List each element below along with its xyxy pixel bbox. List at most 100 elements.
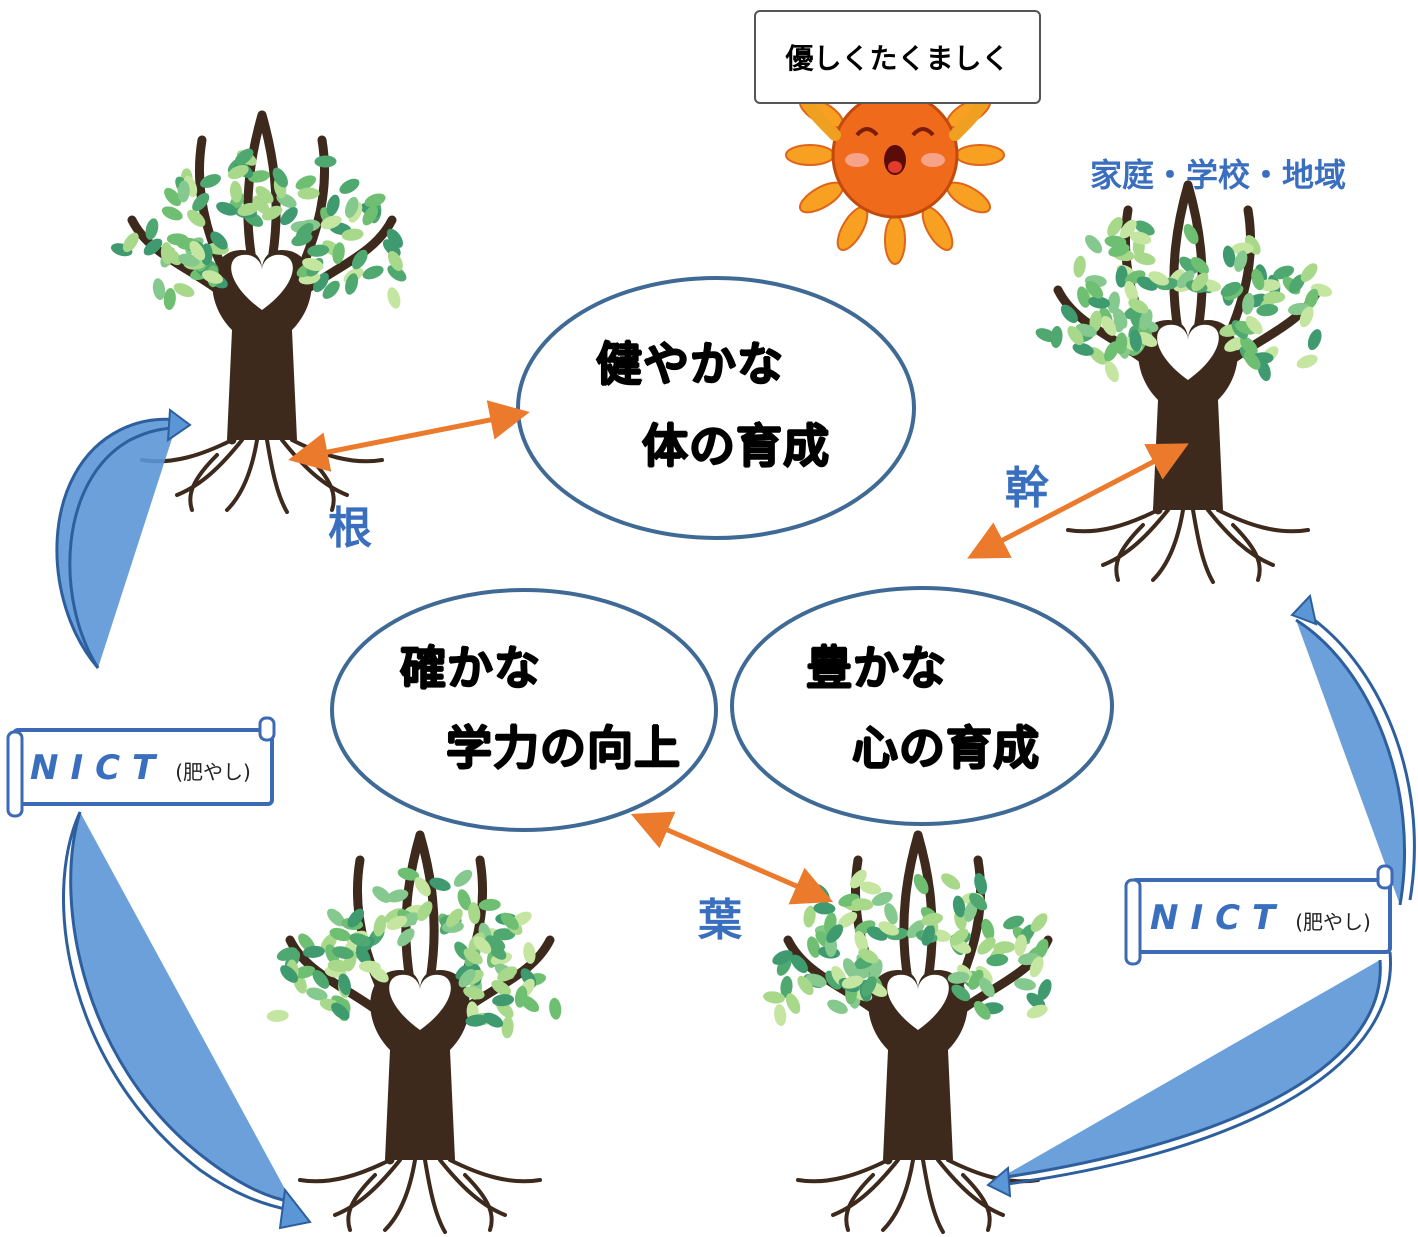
leaf-icon: [1128, 298, 1149, 314]
leaf-icon: [947, 971, 970, 984]
leaf-icon: [1129, 329, 1142, 352]
label-root: 根: [328, 503, 372, 554]
leaf-icon: [1234, 250, 1248, 272]
leaf-icon: [813, 902, 836, 915]
oval-body-line2: 体の育成: [642, 419, 830, 473]
leaf-icon: [1129, 231, 1152, 245]
leaf-icon: [386, 889, 409, 903]
leaf-icon: [414, 877, 431, 897]
leaf-icon: [329, 927, 351, 942]
leaf-icon: [979, 977, 995, 998]
leaf-icon: [859, 881, 882, 895]
leaf-icon: [1112, 308, 1128, 329]
leaf-icon: [152, 278, 166, 301]
tree-icon-top-left: [110, 90, 407, 512]
leaf-icon: [307, 244, 330, 257]
leaf-icon: [386, 915, 408, 931]
slogan-text: 優しくたくましく: [785, 42, 1010, 75]
leaf-icon: [446, 908, 463, 928]
leaf-icon: [1257, 359, 1271, 382]
leaf-icon: [338, 973, 351, 996]
leaf-icon: [297, 187, 320, 200]
curved-arrow-icon-right-down: [986, 951, 1392, 1198]
leaf-icon: [774, 1004, 787, 1027]
sun-ray-icon: [955, 144, 1005, 166]
leaf-icon: [347, 908, 365, 928]
leaf-icon: [1101, 315, 1117, 336]
leaf-icon: [463, 948, 483, 965]
leaf-icon: [1139, 308, 1153, 331]
leaf-icon: [341, 228, 364, 241]
leaf-icon: [951, 984, 971, 1002]
leaf-icon: [797, 975, 814, 996]
leaf-icon: [237, 202, 259, 216]
leaf-icon: [1222, 245, 1236, 268]
leaf-icon: [272, 167, 288, 188]
oval-academic-line1: 確かな: [400, 641, 541, 695]
leaf-icon: [210, 231, 228, 250]
leaf-icon: [493, 928, 516, 941]
leaf-icon: [1307, 329, 1322, 351]
oval-academic-line2: 学力の向上: [446, 721, 681, 775]
leaf-icon: [487, 942, 507, 960]
leaf-icon: [187, 209, 206, 227]
leaf-icon: [941, 873, 961, 890]
leaf-icon: [1029, 956, 1044, 978]
leaf-icon: [906, 920, 925, 939]
leaf-icon: [458, 968, 476, 988]
leaf-icon: [977, 937, 996, 955]
leaf-icon: [192, 193, 210, 212]
double-arrow-icon-leaf: [630, 811, 834, 905]
nict-right-main: NICT: [1150, 898, 1288, 938]
leaf-icon: [266, 1009, 289, 1022]
leaf-icon: [302, 945, 325, 958]
leaf-icon: [164, 187, 182, 207]
leaf-icon: [1115, 332, 1128, 355]
leaf-icon: [1034, 938, 1049, 960]
oval-academic: [330, 588, 718, 832]
leaf-icon: [468, 902, 481, 925]
leaf-icon: [200, 243, 213, 266]
leaf-icon: [386, 228, 403, 248]
leaf-icon: [1060, 304, 1078, 323]
leaf-icon: [1104, 341, 1119, 362]
leaf-icon: [276, 947, 298, 961]
leaf-icon: [248, 170, 270, 183]
leaf-icon: [382, 239, 401, 257]
leaf-icon: [201, 270, 224, 284]
leaf-icon: [1124, 281, 1138, 303]
leaf-icon: [1256, 303, 1279, 317]
leaf-icon: [803, 905, 816, 928]
leaf-icon: [1137, 332, 1158, 347]
leaf-icon: [1176, 270, 1195, 289]
leaf-icon: [501, 1016, 514, 1039]
leaf-icon: [854, 931, 868, 953]
double-arrow-icon-trunk: [967, 443, 1189, 559]
leaf-icon: [969, 893, 988, 911]
oval-heart: [730, 586, 1114, 826]
leaf-icon: [280, 207, 298, 226]
oval-body: [516, 276, 916, 540]
nict-right-sub: (肥やし): [1295, 910, 1371, 934]
leaf-icon: [952, 895, 966, 918]
leaf-icon: [302, 257, 324, 272]
leaf-icon: [790, 954, 808, 973]
leaf-icon: [295, 175, 317, 190]
leaf-icon: [981, 918, 995, 941]
leaf-icon: [1067, 325, 1084, 346]
leaf-icon: [320, 215, 342, 230]
leaf-icon: [314, 155, 337, 168]
leaf-icon: [397, 867, 420, 881]
leaf-icon: [1224, 337, 1245, 352]
leaf-icon: [1243, 351, 1261, 370]
leaf-icon: [322, 280, 340, 299]
slogan-sign: 優しくたくましく: [754, 10, 1041, 104]
leaf-icon: [345, 273, 359, 295]
leaf-icon: [949, 928, 969, 946]
header-label: 家庭・学校・地域: [1090, 156, 1347, 194]
leaf-icon: [849, 869, 867, 889]
leaf-icon: [387, 265, 407, 282]
leaf-icon: [785, 993, 801, 1014]
leaf-icon: [871, 891, 893, 906]
leaf-icon: [252, 195, 270, 215]
